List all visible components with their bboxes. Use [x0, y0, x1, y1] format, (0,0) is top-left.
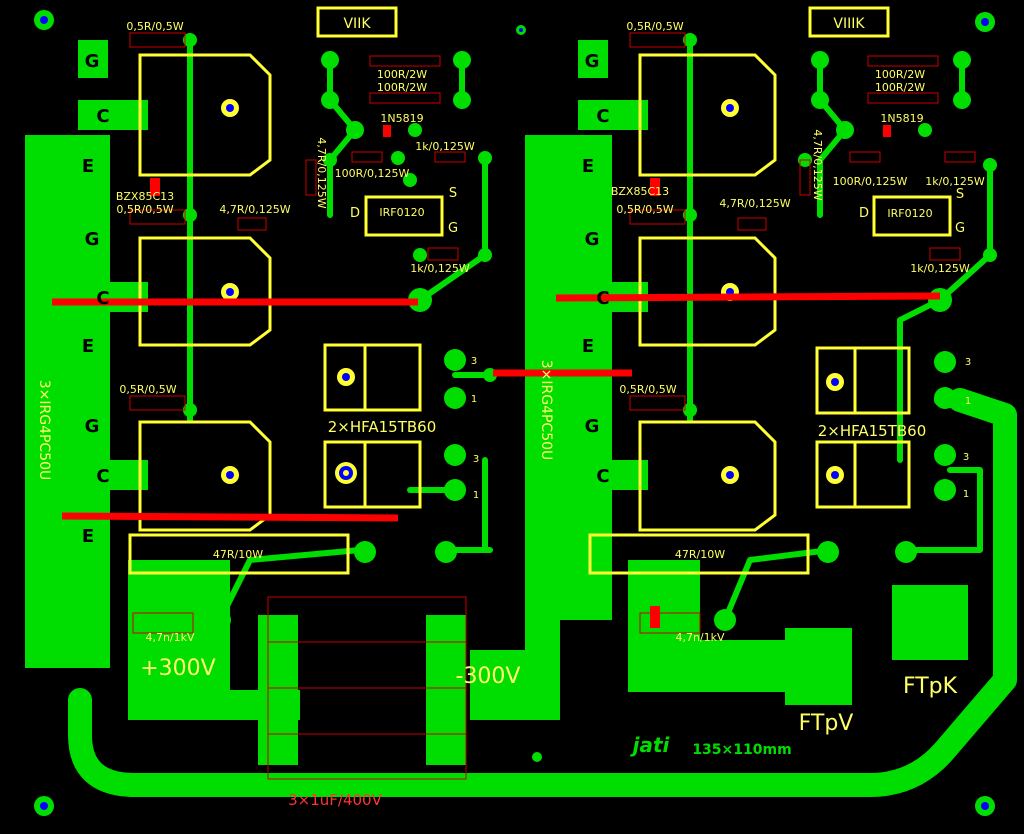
- pad-e-4: E: [582, 156, 594, 177]
- left-diodes: 2×HFA15TB60: [328, 418, 437, 436]
- right-r1k-b: 1k/0,125W: [910, 262, 970, 275]
- left-r-gate-top: 0,5R/0,5W: [126, 20, 183, 33]
- pad-g-5: G: [585, 229, 600, 250]
- pad-c-5: C: [596, 288, 609, 309]
- pad-g-2: G: [85, 229, 100, 250]
- right-diode: 1N5819: [880, 112, 923, 125]
- right-d-label: D: [859, 206, 869, 221]
- power-resistors: [128, 533, 917, 575]
- left-gce-labels: G C E G C E G C E G C E G C E G C: [82, 51, 610, 547]
- left-diode: 1N5819: [380, 112, 423, 125]
- pad-c-6: C: [596, 466, 609, 487]
- left-r47-vert: 4,7R/0,125W: [315, 137, 328, 208]
- plus-rail-label: +300V: [140, 656, 215, 681]
- pad-g-1: G: [85, 51, 100, 72]
- ftpv-label: FTpV: [799, 711, 854, 736]
- pad-c-1: C: [96, 106, 109, 127]
- pad-c-2: C: [96, 288, 109, 309]
- left-r-gate-bot: 0,5R/0,5W: [119, 383, 176, 396]
- left-r100a: 100R/2W: [377, 68, 427, 81]
- right-r47-power: 47R/10W: [675, 548, 725, 561]
- left-r1k-a: 1k/0,125W: [415, 140, 475, 153]
- right-pin3a: 3: [965, 357, 971, 368]
- right-r-gate-mid: 0,5R/0,5W: [616, 203, 673, 216]
- size-label: 135×110mm: [692, 742, 791, 758]
- right-pin3b: 3: [963, 452, 969, 463]
- left-r47-h: 4,7R/0,125W: [219, 203, 290, 216]
- left-pin3b: 3: [473, 454, 479, 465]
- left-mosfet: IRF0120: [379, 206, 424, 219]
- right-pin1a: 1: [965, 396, 971, 407]
- pad-g-6: G: [585, 416, 600, 437]
- igbt-holes: [221, 99, 739, 484]
- right-vtrans-label: VIIIK: [833, 16, 865, 32]
- minus-rail-label: -300V: [456, 664, 521, 689]
- right-zener: BZX85C13: [611, 185, 669, 198]
- left-r-gate-mid: 0,5R/0,5W: [116, 203, 173, 216]
- right-s-label: S: [956, 187, 964, 202]
- jumpers: [52, 292, 941, 522]
- right-igbts: 3×IRG4PC50U: [538, 360, 554, 461]
- driver-boxes: [316, 6, 952, 237]
- left-cap: 4,7n/1kV: [145, 631, 195, 644]
- right-r-gate-bot: 0,5R/0,5W: [619, 383, 676, 396]
- right-mosfet: IRF0120: [887, 207, 932, 220]
- left-pin1b: 1: [473, 490, 479, 501]
- pad-e-2: E: [82, 336, 94, 357]
- right-r100b: 100R/2W: [875, 81, 925, 94]
- left-igbts: 3×IRG4PC50U: [36, 380, 52, 481]
- right-r1k-a: 1k/0,125W: [925, 175, 985, 188]
- caps-label: 3×1uF/400V: [288, 791, 382, 809]
- pad-g-3: G: [85, 416, 100, 437]
- pad-e-3: E: [82, 526, 94, 547]
- right-r-gate-top: 0,5R/0,5W: [626, 20, 683, 33]
- ftpk-label: FTpK: [903, 674, 958, 699]
- left-r47-power: 47R/10W: [213, 548, 263, 561]
- left-pin1a: 1: [471, 394, 477, 405]
- diode-pads: [444, 349, 956, 501]
- left-r100b: 100R/2W: [377, 81, 427, 94]
- left-vtrans-label: VIIK: [343, 16, 371, 32]
- diode-packages: [323, 343, 911, 509]
- right-cap: 4,7n/1kV: [675, 631, 725, 644]
- right-r100-small: 100R/0,125W: [833, 175, 908, 188]
- left-g-label: G: [448, 221, 458, 236]
- right-g-label: G: [955, 221, 965, 236]
- igbt-pads-left: [60, 40, 148, 550]
- left-zener: BZX85C13: [116, 190, 174, 203]
- author-label: jati: [630, 733, 671, 757]
- mounting-holes: [34, 10, 995, 816]
- pad-g-4: G: [585, 51, 600, 72]
- pad-e-1: E: [82, 156, 94, 177]
- left-s-label: S: [449, 186, 457, 201]
- right-pin1b: 1: [963, 489, 969, 500]
- right-r47-vert: 4,7R/0,125W: [811, 129, 824, 200]
- component-marks: [150, 125, 891, 628]
- right-r100a: 100R/2W: [875, 68, 925, 81]
- left-d-label: D: [350, 206, 360, 221]
- left-r1k-b: 1k/0,125W: [410, 262, 470, 275]
- pad-c-4: C: [596, 106, 609, 127]
- pad-c-3: C: [96, 466, 109, 487]
- small-pads: [183, 33, 997, 631]
- left-pin3a: 3: [471, 356, 477, 367]
- resistor-outlines: [129, 32, 976, 780]
- pad-e-5: E: [582, 336, 594, 357]
- right-diodes: 2×HFA15TB60: [818, 422, 927, 440]
- right-r47-h: 4,7R/0,125W: [719, 197, 790, 210]
- left-r100-small: 100R/0,125W: [335, 167, 410, 180]
